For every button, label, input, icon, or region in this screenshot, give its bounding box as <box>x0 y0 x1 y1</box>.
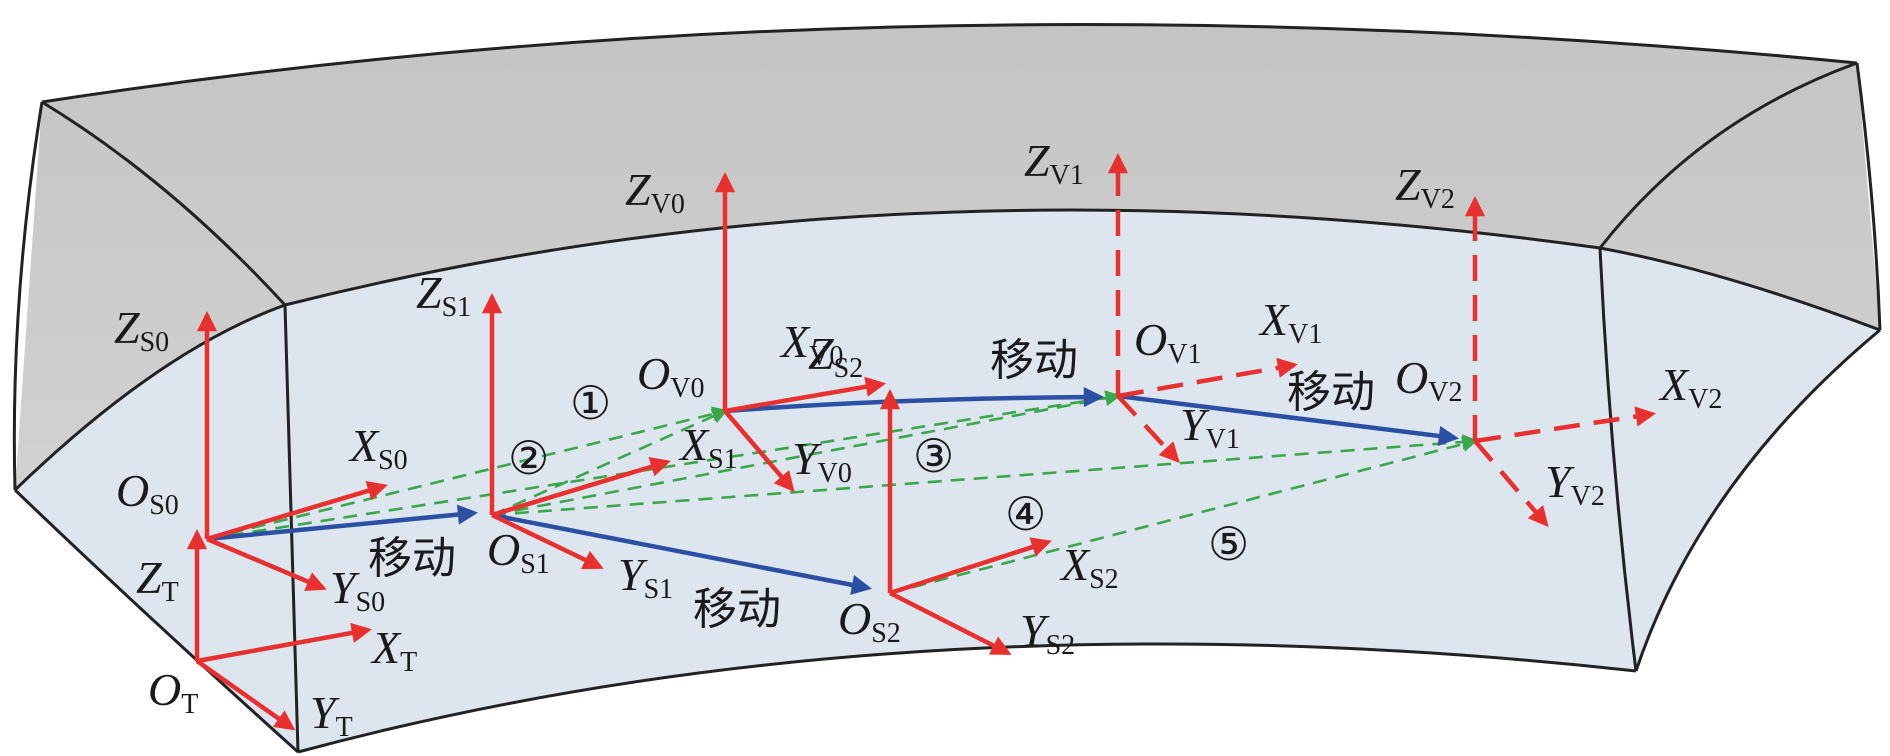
marker-3: ③ <box>913 429 954 483</box>
label-x-v0: XV0 <box>779 316 843 372</box>
sight-line <box>889 436 1479 595</box>
label-z-s0: ZS0 <box>114 302 169 358</box>
label-y-s1: YS1 <box>618 549 673 605</box>
axis-y-t <box>195 659 296 731</box>
axis-x-v2 <box>1474 406 1657 444</box>
path-markers: ① ② ③ ④ ⑤ <box>508 376 1249 571</box>
axis-x-s2 <box>889 537 1052 596</box>
label-x-s2: XS2 <box>1059 539 1119 595</box>
marker-2: ② <box>508 431 549 485</box>
label-x-s0: XS0 <box>348 420 408 476</box>
move-arrow-v0-v1 <box>724 386 1105 414</box>
marker-4: ④ <box>1005 487 1046 541</box>
tunnel-geometry <box>12 23 1882 754</box>
label-o-s2: OS2 <box>838 593 901 649</box>
move-label: 移动 <box>693 584 781 635</box>
axis-y-s1 <box>491 512 604 570</box>
label-x-v2: XV2 <box>1658 359 1722 415</box>
label-x-v1: XV1 <box>1258 294 1322 350</box>
label-z-v0: ZV0 <box>625 164 685 220</box>
axis-x-v1 <box>1117 357 1298 399</box>
coordinate-axes <box>186 152 1657 731</box>
back-wall <box>15 24 1880 491</box>
sight-line <box>491 390 1122 517</box>
label-z-s2: ZS2 <box>808 328 863 384</box>
marker-1: ① <box>570 376 611 430</box>
axis-y-v2 <box>1473 439 1549 528</box>
label-z-t: ZT <box>136 552 179 608</box>
label-o-v0: OV0 <box>637 348 704 404</box>
label-y-s0: YS0 <box>330 562 385 618</box>
move-arrow-s1-s2 <box>491 512 872 595</box>
axis-x-v0 <box>724 376 886 414</box>
sight-line <box>206 406 729 541</box>
axis-labels: OT ZT XT YT OS0 ZS0 XS0 YS0 OS1 ZS1 XS1 … <box>114 135 1722 743</box>
axis-x-t <box>196 622 372 664</box>
movement-labels: 移动 移动 移动 移动 <box>368 335 1375 635</box>
label-y-v1: YV1 <box>1180 399 1240 455</box>
label-o-s0: OS0 <box>116 465 179 521</box>
move-label: 移动 <box>990 335 1078 386</box>
tunnel-edges <box>12 23 1882 754</box>
sight-line <box>491 434 1479 517</box>
axis-y-v1 <box>1116 394 1180 463</box>
floor <box>15 210 1880 752</box>
label-x-t: XT <box>370 622 417 678</box>
move-arrow-v1-v2 <box>1117 393 1460 447</box>
label-y-v2: YV2 <box>1545 456 1605 512</box>
label-o-t: OT <box>148 664 198 720</box>
label-o-s1: OS1 <box>487 524 550 580</box>
axis-y-s2 <box>888 590 1012 656</box>
axis-y-v0 <box>723 409 795 493</box>
marker-5: ⑤ <box>1208 517 1249 571</box>
sight-line <box>491 408 728 517</box>
move-label: 移动 <box>1287 367 1375 418</box>
axis-y-s0 <box>206 536 327 592</box>
axis-x-s1 <box>491 457 671 518</box>
label-y-s2: YS2 <box>1020 605 1075 661</box>
axis-x-s0 <box>206 480 388 542</box>
label-z-v1: ZV1 <box>1024 135 1084 191</box>
label-o-v1: OV1 <box>1134 314 1201 370</box>
label-y-t: YT <box>310 687 353 743</box>
movement-path <box>206 386 1460 595</box>
label-o-v2: OV2 <box>1395 352 1462 408</box>
label-y-v0: YV0 <box>792 433 852 489</box>
label-z-v2: ZV2 <box>1395 159 1455 215</box>
label-x-s1: XS1 <box>678 419 738 475</box>
label-z-s1: ZS1 <box>416 267 471 323</box>
move-arrow-s0-s1 <box>206 504 479 542</box>
move-label: 移动 <box>368 533 456 584</box>
